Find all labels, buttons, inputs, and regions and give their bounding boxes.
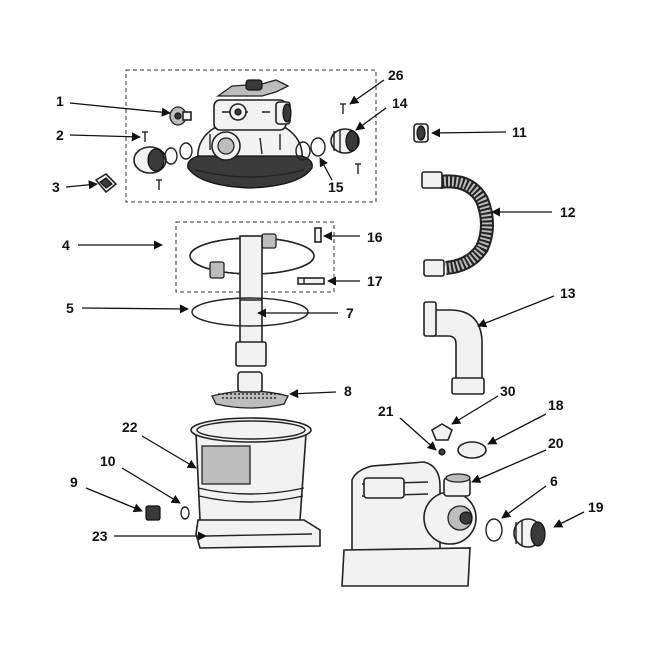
callout-20: 20 bbox=[471, 435, 564, 483]
callout-21: 21 bbox=[378, 403, 437, 451]
callout-5-label: 5 bbox=[66, 300, 74, 316]
part-13-elbow-pipe bbox=[423, 301, 485, 395]
callout-26: 26 bbox=[349, 67, 404, 105]
callout-9: 9 bbox=[70, 474, 143, 513]
left-union-fitting bbox=[133, 142, 193, 174]
callout-10: 10 bbox=[100, 453, 181, 504]
callout-1: 1 bbox=[56, 93, 171, 117]
part-23-tank-base bbox=[195, 519, 321, 549]
part-3-drain-plug bbox=[94, 172, 118, 194]
part-14-union-nut bbox=[330, 128, 360, 154]
part-2-screw-lower bbox=[156, 179, 162, 190]
callout-3-label: 3 bbox=[52, 179, 60, 195]
part-15-screw bbox=[355, 163, 361, 174]
multiport-valve bbox=[187, 79, 313, 189]
callout-30-label: 30 bbox=[500, 383, 516, 399]
callout-14: 14 bbox=[355, 95, 408, 131]
part-16-screw bbox=[314, 227, 322, 243]
callout-9-label: 9 bbox=[70, 474, 78, 490]
pump-volute bbox=[423, 477, 477, 545]
callout-4-label: 4 bbox=[62, 237, 70, 253]
callout-19: 19 bbox=[553, 499, 604, 528]
callout-6: 6 bbox=[501, 473, 558, 519]
callout-23: 23 bbox=[92, 528, 207, 544]
callout-16-label: 16 bbox=[367, 229, 383, 245]
callout-2-label: 2 bbox=[56, 127, 64, 143]
callout-18-label: 18 bbox=[548, 397, 564, 413]
callout-4: 4 bbox=[62, 237, 163, 253]
callout-11-label: 11 bbox=[512, 124, 527, 140]
callout-1-label: 1 bbox=[56, 93, 64, 109]
part-2-screw bbox=[142, 131, 148, 142]
callout-labels: 1 2 3 4 5 7 8 9 bbox=[52, 67, 604, 544]
callout-7-label: 7 bbox=[346, 305, 354, 321]
callout-21-label: 21 bbox=[378, 403, 394, 419]
callout-16: 16 bbox=[323, 229, 383, 245]
pump-motor-housing bbox=[341, 461, 471, 587]
callout-19-label: 19 bbox=[588, 499, 604, 515]
part-7-center-pipe bbox=[235, 235, 267, 367]
callout-15-label: 15 bbox=[328, 179, 344, 195]
part-12-hose bbox=[421, 171, 494, 277]
callout-8-label: 8 bbox=[344, 383, 352, 399]
part-15-o-rings bbox=[295, 137, 326, 161]
part-6-o-ring bbox=[485, 518, 503, 542]
part-22-filter-tank bbox=[190, 417, 312, 525]
part-17-bolt bbox=[297, 277, 325, 285]
callout-13-label: 13 bbox=[560, 285, 576, 301]
part-18-o-ring bbox=[457, 441, 487, 459]
callout-6-label: 6 bbox=[550, 473, 558, 489]
callout-18: 18 bbox=[487, 397, 564, 445]
part-10-o-ring bbox=[180, 506, 190, 520]
callout-22-label: 22 bbox=[122, 419, 138, 435]
callout-26-label: 26 bbox=[388, 67, 404, 83]
callout-10-label: 10 bbox=[100, 453, 116, 469]
callout-14-label: 14 bbox=[392, 95, 408, 111]
part-20-pump-lid bbox=[445, 473, 471, 483]
callout-30: 30 bbox=[451, 383, 516, 425]
callout-11: 11 bbox=[431, 124, 527, 140]
callout-12-label: 12 bbox=[560, 204, 576, 220]
clamp-assembly-group-box bbox=[175, 221, 335, 293]
callout-2: 2 bbox=[56, 127, 141, 143]
part-8-lateral-assembly bbox=[211, 371, 289, 409]
part-5-tank-o-ring bbox=[191, 297, 309, 327]
callout-5: 5 bbox=[66, 300, 189, 316]
part-19-union-nut bbox=[513, 518, 546, 548]
valve-assembly-group-box bbox=[125, 69, 377, 203]
part-21-valve bbox=[431, 423, 453, 456]
callout-23-label: 23 bbox=[92, 528, 108, 544]
callout-17-label: 17 bbox=[367, 273, 383, 289]
part-11-hose-fitting bbox=[413, 123, 429, 143]
callout-7: 7 bbox=[257, 305, 354, 321]
part-9-drain-cap bbox=[145, 505, 161, 521]
callout-20-label: 20 bbox=[548, 435, 564, 451]
part-26-screw bbox=[340, 103, 346, 114]
part-1-pressure-gauge bbox=[169, 106, 192, 126]
callout-8: 8 bbox=[289, 383, 352, 399]
callout-22: 22 bbox=[122, 419, 197, 469]
callout-17: 17 bbox=[327, 273, 383, 289]
callout-15: 15 bbox=[319, 157, 344, 195]
callout-13: 13 bbox=[477, 285, 576, 328]
callout-3: 3 bbox=[52, 179, 98, 195]
callout-12: 12 bbox=[491, 204, 576, 220]
